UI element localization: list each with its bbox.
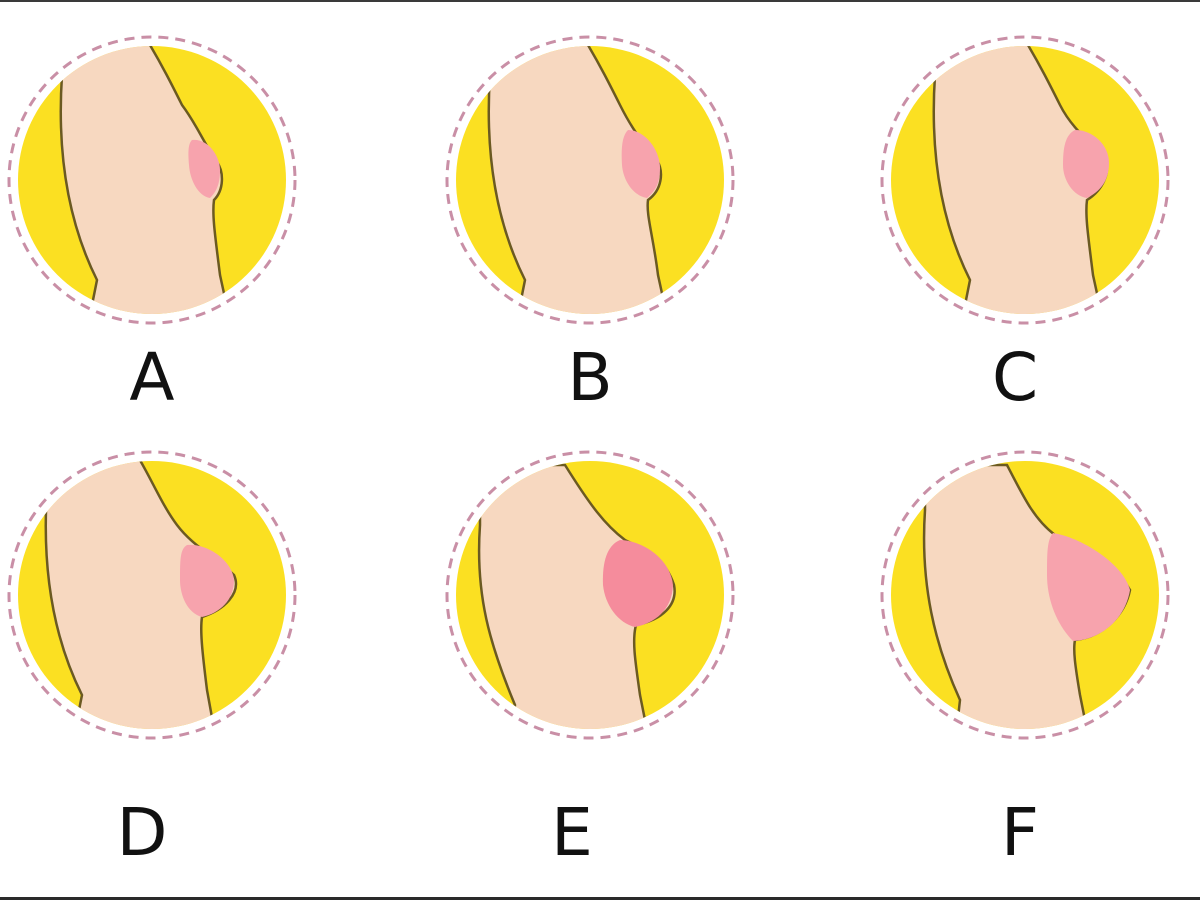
figure-b (440, 30, 740, 330)
figure-e (440, 445, 740, 745)
label-d: D (116, 794, 168, 871)
top-border (0, 0, 1200, 2)
profile-illustration-e (445, 450, 735, 740)
label-b: B (567, 339, 613, 416)
label-a: A (129, 339, 175, 416)
label-e: E (551, 794, 593, 871)
figure-f (875, 445, 1175, 745)
label-f: F (1001, 794, 1039, 871)
figure-a (2, 30, 302, 330)
profile-illustration-d (7, 450, 297, 740)
profile-illustration-b (445, 35, 735, 325)
profile-illustration-f (880, 450, 1170, 740)
figure-c (875, 30, 1175, 330)
profile-illustration-c (880, 35, 1170, 325)
bottom-border (0, 897, 1200, 900)
figure-d (2, 445, 302, 745)
label-c: C (991, 339, 1039, 416)
profile-illustration-a (7, 35, 297, 325)
